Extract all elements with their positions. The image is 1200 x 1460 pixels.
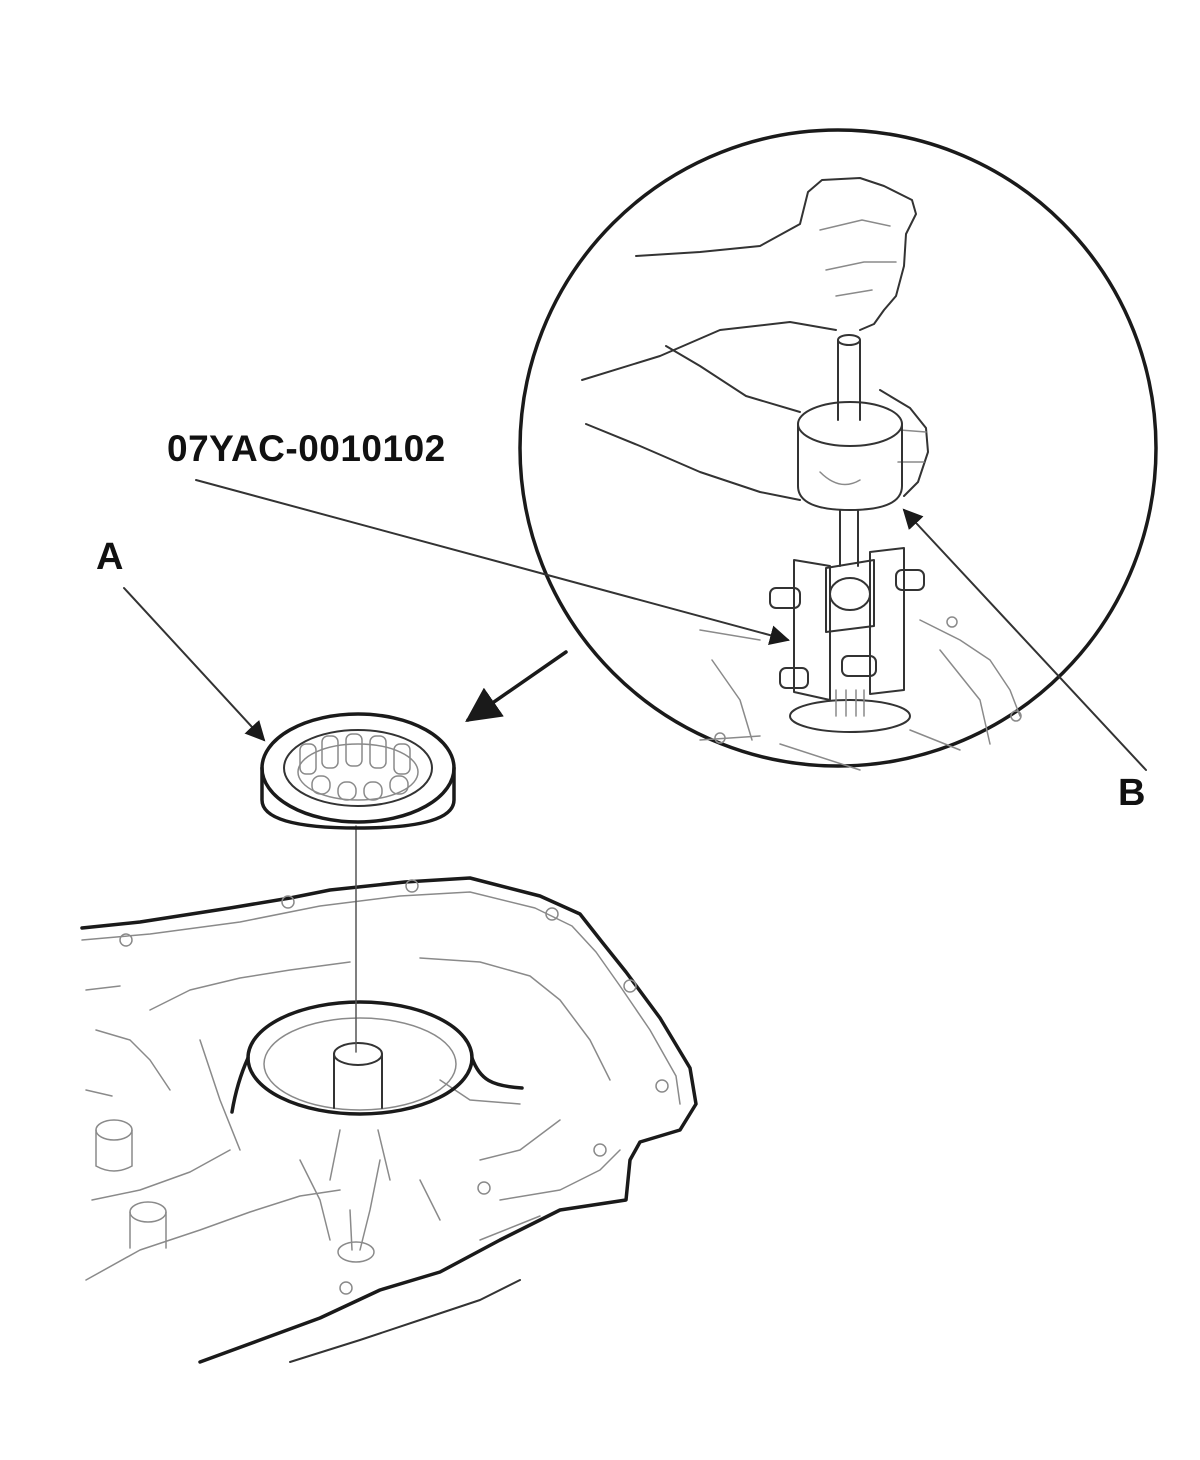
transmission-case bbox=[80, 825, 698, 1364]
leader-a bbox=[123, 587, 266, 742]
tool-part-number-label: 07YAC-0010102 bbox=[167, 428, 446, 469]
leader-b bbox=[902, 508, 1147, 771]
leader-lines bbox=[123, 479, 1147, 771]
callout-label-a: A bbox=[96, 536, 124, 578]
detail-view bbox=[518, 128, 1158, 771]
leader-tool bbox=[195, 479, 790, 645]
callout-label-b: B bbox=[1118, 772, 1146, 814]
bearing bbox=[260, 712, 456, 830]
detail-arrow bbox=[465, 650, 568, 722]
